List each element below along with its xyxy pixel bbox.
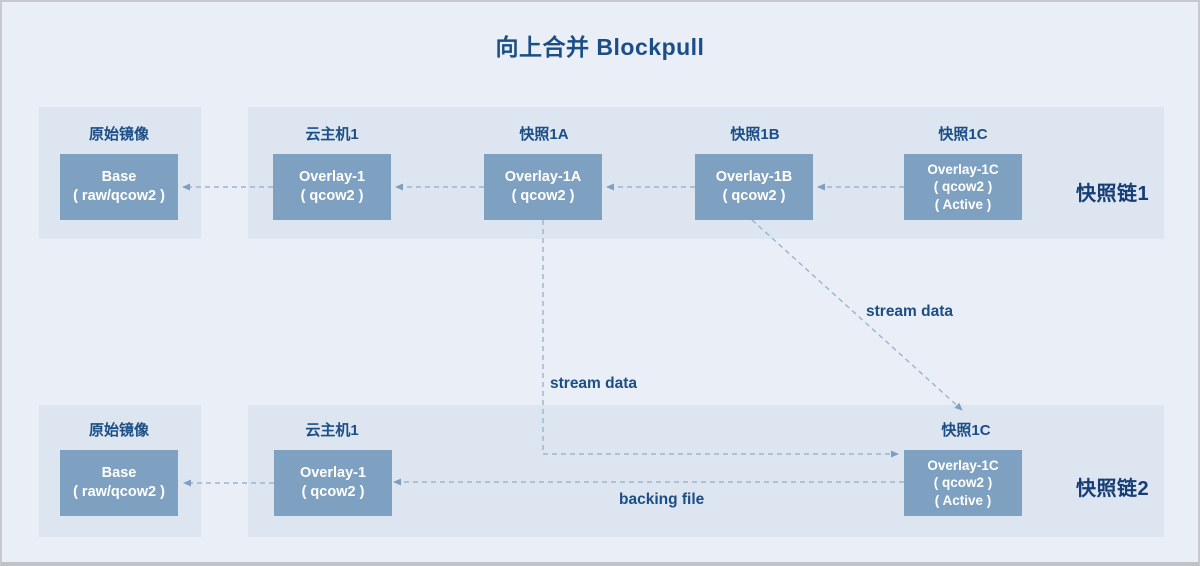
stream-data-label-diagonal: stream data: [866, 303, 954, 320]
chain2-label: 快照链2: [1076, 478, 1150, 500]
node-label-base-chain1: 原始镜像: [88, 126, 149, 143]
node-text: Overlay-1C: [927, 458, 999, 474]
node-text: Base: [101, 464, 137, 481]
node-text: ( qcow2 ): [933, 179, 993, 195]
node-overlay1c-chain1: Overlay-1C ( qcow2 ) ( Active ): [904, 154, 1022, 220]
node-label-snapshot1a: 快照1A: [519, 126, 569, 143]
node-text: ( raw/qcow2 ): [73, 484, 165, 500]
node-text: Overlay-1A: [504, 168, 582, 185]
node-text: ( raw/qcow2 ): [73, 188, 165, 204]
node-text: ( qcow2 ): [301, 484, 365, 500]
node-overlay1-chain1: Overlay-1 ( qcow2 ): [273, 154, 391, 220]
node-overlay1a: Overlay-1A ( qcow2 ): [484, 154, 602, 220]
node-label-snapshot1b: 快照1B: [730, 126, 780, 143]
node-label-base-chain2: 原始镜像: [88, 422, 149, 439]
node-text: ( qcow2 ): [511, 188, 575, 204]
node-text: Overlay-1: [299, 464, 367, 481]
node-text: ( qcow2 ): [722, 188, 786, 204]
node-text: Overlay-1C: [927, 162, 999, 178]
node-text: Overlay-1: [298, 168, 366, 185]
node-label-snapshot1c-chain2: 快照1C: [941, 422, 991, 439]
node-label-vm1-chain1: 云主机1: [305, 126, 359, 143]
node-text: Overlay-1B: [715, 168, 793, 185]
node-label-vm1-chain2: 云主机1: [305, 422, 359, 439]
stream-data-label-vertical: stream data: [550, 375, 638, 392]
page-title: 向上合并 Blockpull: [495, 34, 705, 60]
node-label-snapshot1c-chain1: 快照1C: [938, 126, 988, 143]
chain1-label: 快照链1: [1076, 183, 1150, 205]
backing-file-label: backing file: [619, 491, 705, 508]
node-text: ( qcow2 ): [300, 188, 364, 204]
node-overlay1-chain2: Overlay-1 ( qcow2 ): [274, 450, 392, 516]
node-overlay1c-chain2: Overlay-1C ( qcow2 ) ( Active ): [904, 450, 1022, 516]
node-text: ( Active ): [934, 492, 992, 508]
node-overlay1b: Overlay-1B ( qcow2 ): [695, 154, 813, 220]
node-text: ( qcow2 ): [933, 475, 993, 491]
node-text: Base: [101, 168, 137, 185]
node-text: ( Active ): [934, 196, 992, 212]
node-base-chain2: Base ( raw/qcow2 ): [60, 450, 178, 516]
node-base-chain1: Base ( raw/qcow2 ): [60, 154, 178, 220]
